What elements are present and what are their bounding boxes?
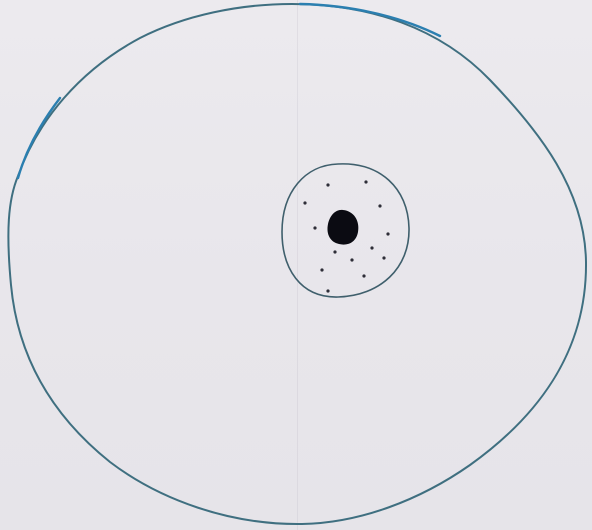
- chromatin-dot: [386, 232, 389, 235]
- chromatin-dot: [364, 180, 367, 183]
- chromatin-dot: [362, 274, 365, 277]
- chromatin-dot: [326, 183, 329, 186]
- chromatin-dot: [350, 258, 353, 261]
- cell-membrane-outline: [8, 4, 586, 524]
- cell-membrane-highlight-top: [300, 4, 440, 36]
- chromatin-dot: [333, 250, 336, 253]
- nucleolus-filled: [327, 210, 358, 245]
- chromatin-dot: [313, 226, 316, 229]
- chromatin-dot: [378, 204, 381, 207]
- chromatin-dot: [303, 201, 306, 204]
- chromatin-dot: [320, 268, 323, 271]
- chromatin-dot: [326, 289, 329, 292]
- chromatin-dot: [382, 256, 385, 259]
- chromatin-dot: [370, 246, 373, 249]
